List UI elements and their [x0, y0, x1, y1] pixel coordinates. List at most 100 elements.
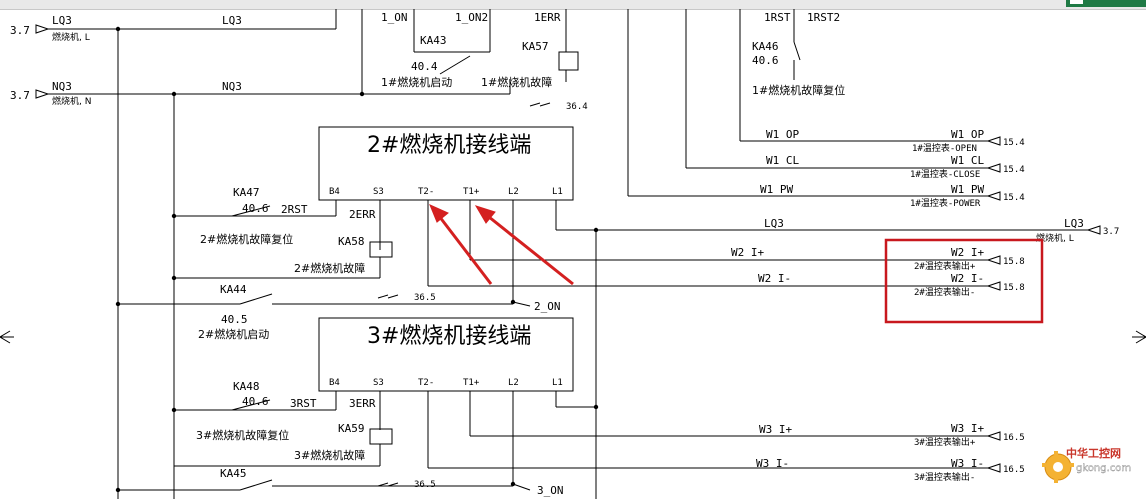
left-ref-lq3: 3.7 LQ3 燃烧机, L — [10, 14, 118, 43]
svg-text:W2 I-: W2 I- — [758, 272, 791, 285]
svg-text:KA59: KA59 — [338, 422, 365, 435]
relay-coil-ka58 — [369, 241, 393, 258]
svg-text:36.5: 36.5 — [414, 293, 436, 303]
svg-text:LQ3: LQ3 — [52, 14, 72, 27]
svg-text:3#燃烧机故障复位: 3#燃烧机故障复位 — [196, 428, 289, 442]
svg-text:LQ3: LQ3 — [764, 217, 784, 230]
svg-text:W2 I+: W2 I+ — [731, 246, 764, 259]
svg-text:15.4: 15.4 — [1003, 165, 1025, 175]
svg-text:3RST: 3RST — [290, 397, 317, 410]
svg-text:W1 OP: W1 OP — [951, 128, 984, 141]
page-edge-marker — [0, 330, 14, 344]
svg-text:3.7: 3.7 — [10, 89, 30, 102]
gear-icon — [1042, 451, 1074, 483]
svg-text:16.5: 16.5 — [1003, 465, 1025, 475]
svg-text:燃烧机, N: 燃烧机, N — [52, 95, 91, 107]
burner1-start-circuit: 1_ON 1_ON2 KA43 40.4 1#燃烧机启动 — [381, 9, 491, 89]
svg-text:15.8: 15.8 — [1003, 283, 1025, 293]
svg-text:2#温控表输出-: 2#温控表输出- — [914, 286, 975, 298]
svg-text:1_ON: 1_ON — [381, 11, 408, 24]
svg-text:40.6: 40.6 — [242, 395, 269, 408]
svg-text:W3 I-: W3 I- — [951, 457, 984, 470]
page-edge-marker-right — [1132, 330, 1146, 344]
svg-text:2#燃烧机故障: 2#燃烧机故障 — [294, 261, 365, 275]
app-toolbar-button[interactable] — [1070, 0, 1083, 4]
svg-text:1#燃烧机启动: 1#燃烧机启动 — [381, 75, 452, 89]
signal-w3-iminus: W3 I- W3 I- 3#温控表输出- 16.5 — [756, 457, 1025, 483]
wire-label-lq3: LQ3 — [222, 14, 242, 27]
terminal-block-3: 3#燃烧机接线端 B4 S3 T2- T1+ L2 L1 — [318, 317, 574, 392]
svg-text:1#燃烧机故障: 1#燃烧机故障 — [481, 75, 552, 89]
terminal-block-2-title: 2#燃烧机接线端 — [367, 133, 531, 158]
svg-text:S3: S3 — [373, 187, 384, 197]
svg-text:36.5: 36.5 — [414, 480, 436, 490]
svg-text:2#温控表输出+: 2#温控表输出+ — [914, 260, 976, 272]
signal-lq3-right: LQ3 LQ3 燃烧机, L 3.7 — [556, 217, 1119, 244]
svg-text:L2: L2 — [508, 378, 519, 388]
svg-text:KA48: KA48 — [233, 380, 260, 393]
svg-text:1#温控表-POWER: 1#温控表-POWER — [910, 197, 981, 209]
svg-text:W1 CL: W1 CL — [766, 154, 799, 167]
signal-w3-iplus: W3 I+ W3 I+ 3#温控表输出+ 16.5 — [759, 422, 1025, 448]
svg-text:W3 I+: W3 I+ — [951, 422, 984, 435]
burner2-fault: 2ERR KA58 2#燃烧机故障 — [174, 208, 393, 279]
svg-text:B4: B4 — [329, 378, 340, 388]
signal-w1-op: W1 OP W1 OP 1#温控表-OPEN 15.4 — [740, 128, 1025, 154]
svg-text:KA57: KA57 — [522, 40, 549, 53]
burner3-reset: KA48 40.6 3RST 3#燃烧机故障复位 — [196, 380, 317, 442]
svg-text:1RST2: 1RST2 — [807, 11, 840, 24]
svg-text:40.6: 40.6 — [242, 202, 269, 215]
svg-text:燃烧机, L: 燃烧机, L — [1036, 232, 1074, 244]
burner2-reset: KA47 40.6 2RST 2#燃烧机故障复位 — [200, 186, 308, 246]
svg-text:40.4: 40.4 — [411, 60, 438, 73]
svg-text:1#温控表-OPEN: 1#温控表-OPEN — [912, 142, 977, 154]
svg-text:KA45: KA45 — [220, 467, 247, 480]
svg-text:LQ3: LQ3 — [1064, 217, 1084, 230]
svg-text:1ERR: 1ERR — [534, 11, 561, 24]
svg-text:36.4: 36.4 — [566, 102, 588, 112]
svg-text:T1+: T1+ — [463, 187, 480, 197]
svg-text:2ERR: 2ERR — [349, 208, 376, 221]
burner1-fault-circuit: 1ERR KA57 1#燃烧机故障 36.4 — [481, 9, 588, 112]
svg-text:W1 OP: W1 OP — [766, 128, 799, 141]
burner2-start: KA44 40.5 2#燃烧机启动 36.5 2_ON — [118, 283, 561, 341]
svg-text:3.7: 3.7 — [1103, 227, 1119, 237]
signal-w1-cl: W1 CL W1 CL 1#温控表-CLOSE 15.4 — [686, 154, 1025, 180]
svg-text:T2-: T2- — [418, 187, 434, 197]
svg-text:3#燃烧机故障: 3#燃烧机故障 — [294, 448, 365, 462]
svg-text:3#温控表输出+: 3#温控表输出+ — [914, 436, 976, 448]
annotation-arrow-t1 — [474, 205, 574, 286]
annotation-arrow-t2 — [429, 204, 493, 285]
signal-w2-iplus: W2 I+ W2 I+ 2#温控表输出+ 15.8 — [731, 246, 1025, 272]
svg-text:2#燃烧机故障复位: 2#燃烧机故障复位 — [200, 232, 293, 246]
svg-text:NQ3: NQ3 — [52, 80, 72, 93]
left-ref-nq3: 3.7 NQ3 燃烧机, N — [10, 80, 174, 107]
svg-text:W1 PW: W1 PW — [951, 183, 984, 196]
highlight-box-w2-signals — [884, 238, 1044, 324]
svg-text:3_ON: 3_ON — [537, 484, 564, 497]
svg-text:1#燃烧机故障复位: 1#燃烧机故障复位 — [752, 83, 845, 97]
svg-text:1RST: 1RST — [764, 11, 791, 24]
svg-text:L1: L1 — [552, 378, 563, 388]
burner3-start: KA45 36.5 3_ON — [118, 467, 564, 497]
svg-text:T1+: T1+ — [463, 378, 480, 388]
svg-text:3ERR: 3ERR — [349, 397, 376, 410]
svg-text:W2 I-: W2 I- — [951, 272, 984, 285]
svg-text:1_ON2: 1_ON2 — [455, 11, 488, 24]
svg-text:KA58: KA58 — [338, 235, 365, 248]
svg-text:40.5: 40.5 — [221, 313, 248, 326]
watermark-url: gkong.com — [1076, 463, 1131, 474]
svg-text:KA46: KA46 — [752, 40, 779, 53]
signal-w2-iminus: W2 I- W2 I- 2#温控表输出- 15.8 — [758, 272, 1025, 298]
svg-text:L1: L1 — [552, 187, 563, 197]
signal-w1-pw: W1 PW W1 PW 1#温控表-POWER 15.4 — [628, 183, 1025, 209]
svg-text:S3: S3 — [373, 378, 384, 388]
svg-text:2RST: 2RST — [281, 203, 308, 216]
window-top-bar — [0, 0, 1146, 10]
svg-text:L2: L2 — [508, 187, 519, 197]
app-toolbar-strip — [1066, 0, 1146, 7]
svg-text:W3 I-: W3 I- — [756, 457, 789, 470]
terminal-block-3-title: 3#燃烧机接线端 — [367, 324, 531, 349]
svg-text:2_ON: 2_ON — [534, 300, 561, 313]
svg-text:W1 CL: W1 CL — [951, 154, 984, 167]
